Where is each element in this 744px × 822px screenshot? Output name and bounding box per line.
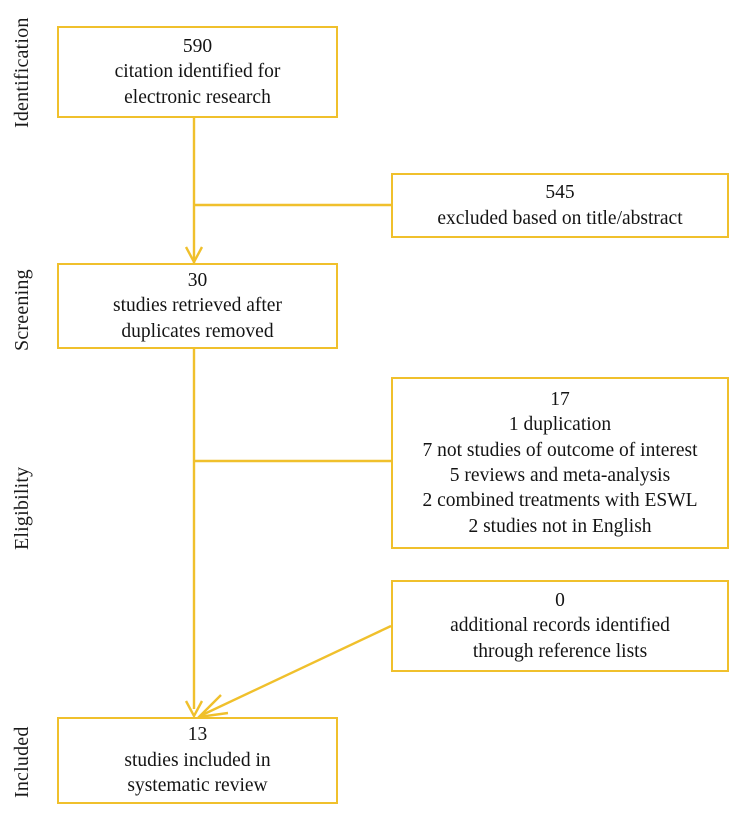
box-citations-identified-line-1: citation identified for <box>114 61 281 83</box>
box-excluded-full-text-line-5: 2 studies not in English <box>468 515 652 537</box>
arrowhead-to-included-vertical <box>184 700 204 719</box>
box-studies-included-line-1: studies included in <box>124 749 271 771</box>
box-excluded-title-abstract: 545 excluded based on title/abstract <box>391 173 729 238</box>
box-excluded-full-text-line-3: 5 reviews and meta-analysis <box>449 465 671 486</box>
arrowhead-to-retrieved <box>184 246 204 265</box>
box-studies-included-count: 13 <box>187 724 208 746</box>
stage-label-eligibility: Eligibility <box>11 466 33 550</box>
stage-label-identification: Identification <box>11 17 33 129</box>
box-excluded-full-text-count: 17 <box>550 388 570 410</box>
box-excluded-full-text: 17 1 duplication 7 not studies of outcom… <box>391 377 729 549</box>
box-citations-identified-count: 590 <box>182 35 213 57</box>
box-additional-records-count: 0 <box>555 589 565 611</box>
box-studies-included: 13 studies included in systematic review <box>57 717 338 804</box>
box-excluded-full-text-line-2: 7 not studies of outcome of interest <box>422 439 698 461</box>
box-studies-retrieved-line-2: duplicates removed <box>121 320 274 342</box>
stage-label-included: Included <box>11 726 33 798</box>
arrowhead-to-included-diagonal <box>195 694 229 719</box>
box-studies-retrieved: 30 studies retrieved after duplicates re… <box>57 263 338 349</box>
box-studies-retrieved-line-1: studies retrieved after <box>113 295 282 317</box>
box-studies-included-line-2: systematic review <box>127 775 268 797</box>
box-citations-identified-line-2: electronic research <box>124 86 271 108</box>
box-excluded-full-text-line-4: 2 combined treatments with ESWL <box>422 490 698 512</box>
box-additional-records-line-1: additional records identified <box>450 615 670 637</box>
connector-additional-records-to-included <box>199 624 392 718</box>
box-excluded-title-abstract-line-1: excluded based on title/abstract <box>437 207 683 229</box>
box-citations-identified: 590 citation identified for electronic r… <box>57 26 338 118</box>
box-excluded-title-abstract-count: 545 <box>545 182 575 204</box>
box-additional-records: 0 additional records identified through … <box>391 580 729 672</box>
box-additional-records-line-2: through reference lists <box>472 640 648 662</box>
box-excluded-full-text-line-1: 1 duplication <box>508 414 612 436</box>
box-studies-retrieved-count: 30 <box>187 269 208 291</box>
stage-label-screening: Screening <box>11 269 33 352</box>
